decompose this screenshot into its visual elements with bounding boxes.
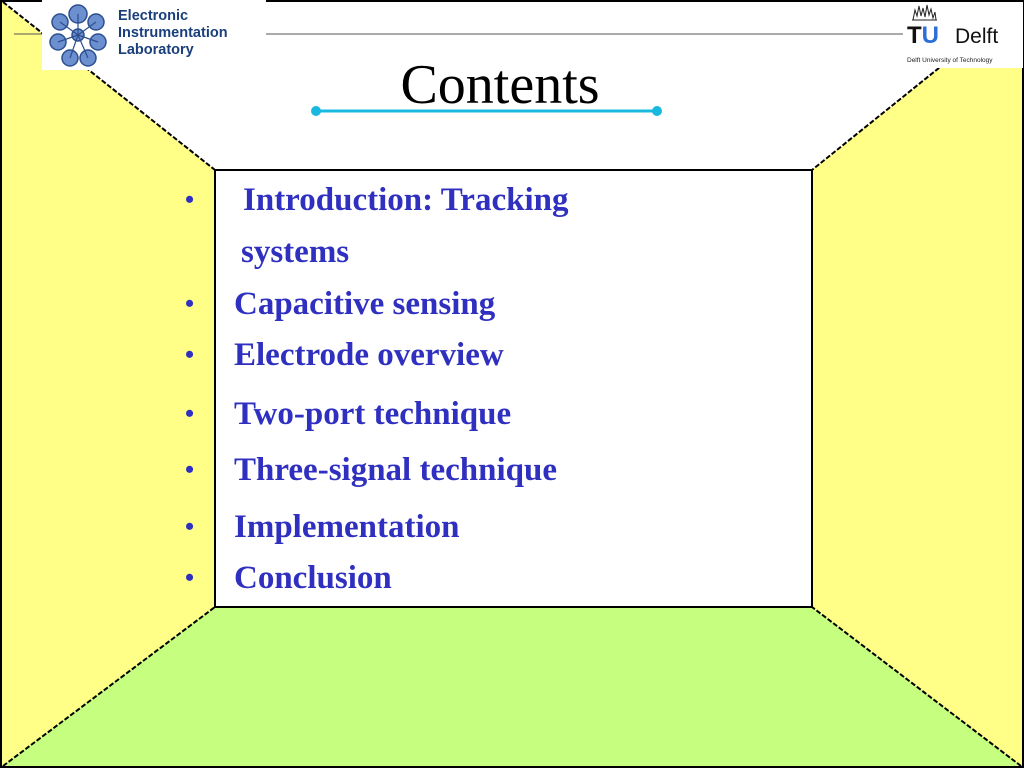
edge-bottom-right bbox=[811, 606, 1022, 767]
list-item-label: Electrode overview bbox=[234, 337, 504, 373]
molecule-cluster-icon bbox=[49, 4, 107, 67]
tu-delft-logo: TU Delft Delft University of Technology bbox=[903, 2, 1023, 68]
lab-name: Electronic Instrumentation Laboratory bbox=[118, 8, 228, 59]
tu-mark: TU bbox=[907, 24, 939, 48]
edge-top-left bbox=[2, 1, 216, 171]
lab-name-line1: Electronic bbox=[118, 8, 189, 24]
list-item-label: Two-port technique bbox=[234, 396, 512, 432]
floor bbox=[0, 607, 1024, 768]
back-wall bbox=[214, 169, 813, 608]
left-wall bbox=[0, 0, 215, 768]
list-item-label: Capacitive sensing bbox=[234, 286, 496, 322]
underline-right-dot bbox=[652, 106, 662, 116]
flame-icon bbox=[912, 4, 937, 21]
list-item-label: Three-signal technique bbox=[234, 452, 557, 488]
tu-mark-t: T bbox=[907, 22, 922, 49]
slide-title: Contents bbox=[400, 54, 600, 116]
list-item-label: Implementation bbox=[234, 509, 460, 545]
tu-subtitle: Delft University of Technology bbox=[907, 57, 993, 64]
bullet-glyph: • bbox=[185, 455, 195, 484]
list-item-label: Conclusion bbox=[234, 560, 392, 596]
lab-name-line3: Laboratory bbox=[118, 42, 194, 58]
tu-mark-u: U bbox=[921, 22, 940, 49]
bullet-glyph: • bbox=[185, 563, 195, 592]
bullet-glyph: • bbox=[185, 512, 195, 541]
right-wall bbox=[812, 0, 1024, 768]
bullet-glyph: • bbox=[185, 340, 195, 369]
list-item-label: Introduction: Tracking bbox=[243, 182, 569, 218]
underline-left-dot bbox=[311, 106, 321, 116]
list-item-continuation: systems bbox=[241, 234, 350, 270]
lab-logo: Electronic Instrumentation Laboratory bbox=[42, 0, 266, 70]
tu-name: Delft bbox=[955, 25, 999, 48]
bullet-glyph: • bbox=[185, 185, 195, 214]
lab-name-line2: Instrumentation bbox=[118, 25, 228, 41]
bullet-glyph: • bbox=[185, 289, 195, 318]
edge-bottom-left bbox=[2, 606, 216, 767]
bullet-glyph: • bbox=[185, 399, 195, 428]
